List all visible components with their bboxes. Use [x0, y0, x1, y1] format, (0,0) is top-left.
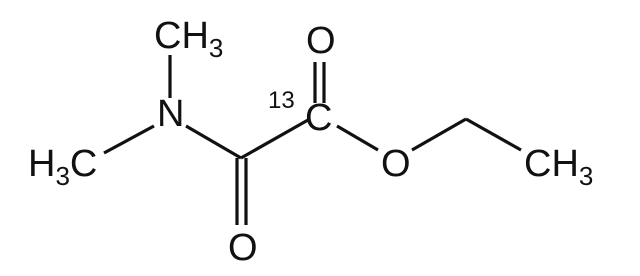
methyl-right-ch: CH — [524, 143, 579, 185]
bond-cc — [240, 118, 309, 160]
bond-ch2-ch3 — [465, 117, 522, 152]
methyl-left-h: H — [28, 143, 55, 185]
labeled-carbon-label: C — [305, 97, 332, 139]
nitrogen-label: N — [157, 93, 184, 135]
ester-carbonyl-oxygen-label: O — [306, 20, 336, 62]
methyl-top-label: CH3 — [154, 15, 223, 63]
bond-n-carbonyl — [185, 124, 242, 160]
methyl-right-subscript: 3 — [579, 161, 593, 191]
amide-oxygen-label: O — [228, 227, 258, 269]
bond-o-ch2 — [411, 117, 467, 152]
bond-n-methyl-left — [103, 124, 155, 155]
labeled-carbon-isotope: 13 — [268, 87, 295, 114]
methyl-left-subscript: 3 — [55, 161, 69, 191]
methyl-right-label: CH3 — [524, 143, 593, 191]
methyl-top-subscript: 3 — [209, 33, 223, 63]
methyl-left-c: C — [70, 143, 97, 185]
ester-oxygen-label: O — [381, 143, 411, 185]
methyl-top-ch: CH — [154, 15, 209, 57]
methyl-left-label: H3C — [28, 143, 97, 191]
bond-c-o — [336, 124, 379, 152]
